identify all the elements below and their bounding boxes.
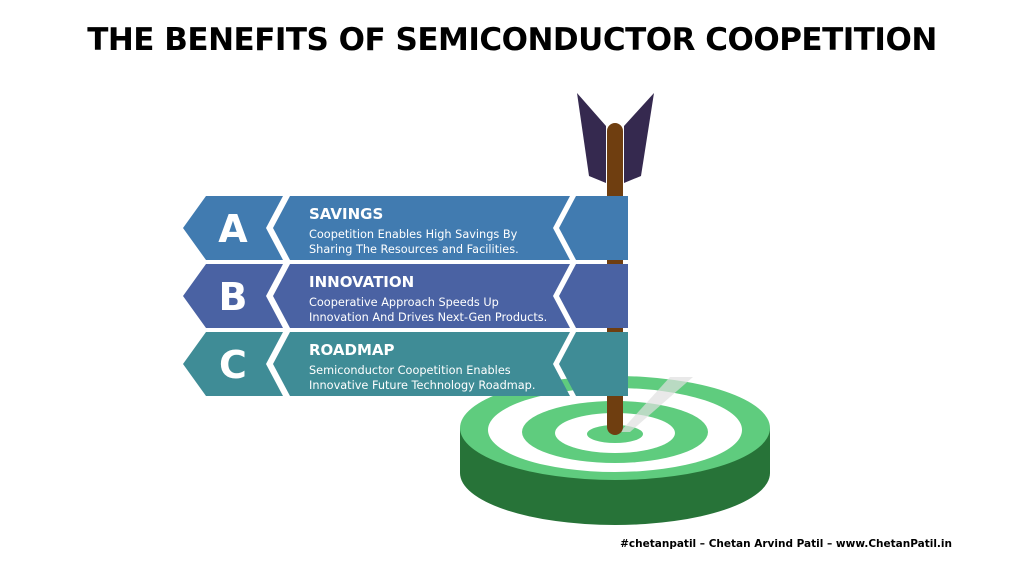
row-heading: INNOVATION xyxy=(309,273,414,291)
banner-tail xyxy=(559,264,628,328)
footer-credit: #chetanpatil – Chetan Arvind Patil – www… xyxy=(620,538,952,550)
row-letter: A xyxy=(218,207,248,251)
row-heading: ROADMAP xyxy=(309,341,395,359)
row-description-line: Cooperative Approach Speeds Up xyxy=(309,296,499,309)
row-letter: B xyxy=(219,275,248,319)
letter-chevron xyxy=(183,332,283,396)
benefit-row-innovation: B INNOVATION Cooperative Approach Speeds U… xyxy=(183,264,628,328)
page-title: THE BENEFITS OF SEMICONDUCTOR COOPETITIO… xyxy=(87,22,937,58)
benefit-row-savings: A SAVINGS Coopetition Enables High Savings… xyxy=(183,196,628,260)
content-banner xyxy=(273,196,570,260)
row-letter: C xyxy=(219,343,247,387)
row-description-line: Innovative Future Technology Roadmap. xyxy=(309,379,535,392)
banner-tail xyxy=(559,196,628,260)
row-description-line: Semiconductor Coopetition Enables xyxy=(309,364,511,377)
letter-chevron xyxy=(183,264,283,328)
row-description-line: Innovation And Drives Next-Gen Products. xyxy=(309,311,547,324)
letter-chevron xyxy=(183,196,283,260)
banner-tail xyxy=(559,332,628,396)
content-banner xyxy=(273,264,570,328)
content-banner xyxy=(273,332,570,396)
benefit-row-roadmap: C ROADMAP Semiconductor Coopetition Enable… xyxy=(183,332,628,396)
row-heading: SAVINGS xyxy=(309,205,383,223)
row-description-line: Coopetition Enables High Savings By xyxy=(309,228,518,241)
target-icon xyxy=(460,376,770,525)
row-description-line: Sharing The Resources and Facilities. xyxy=(309,243,519,256)
